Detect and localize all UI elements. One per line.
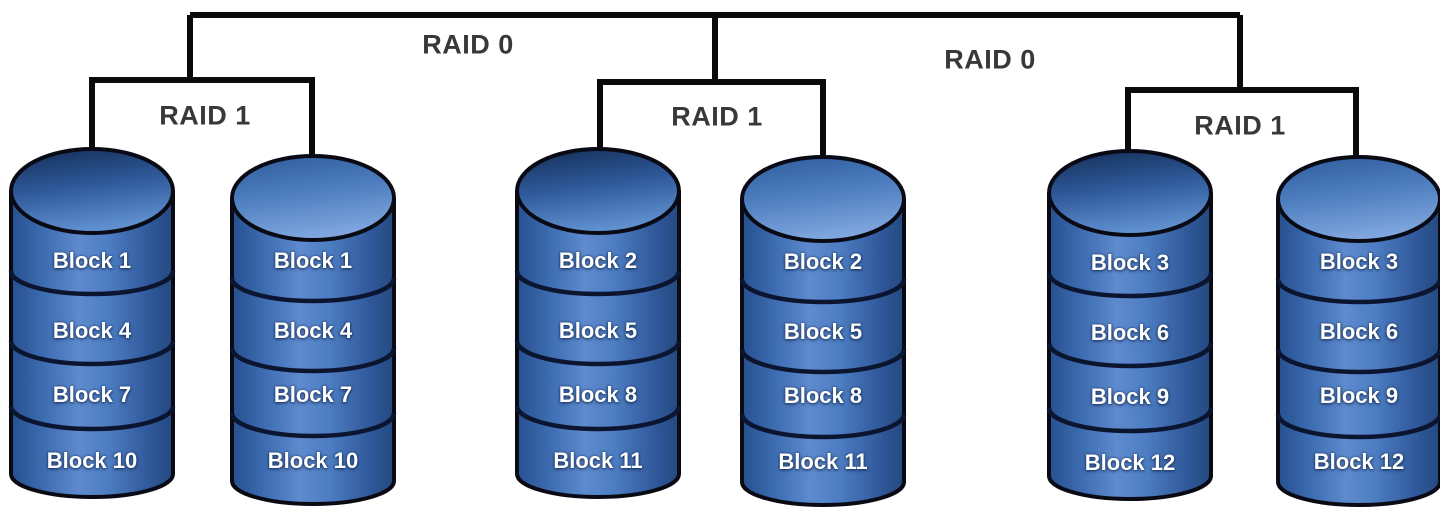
block-label: Block 9 — [1319, 383, 1399, 408]
block-label: Block 8 — [558, 382, 638, 407]
disk-cylinder-icon — [514, 147, 682, 499]
block-label: Block 4 — [273, 318, 353, 343]
disk-cylinder-icon — [229, 154, 397, 506]
block-label: Block 8 — [783, 383, 863, 408]
disk-cylinder-icon — [739, 155, 907, 507]
block-label: Block 10 — [267, 448, 359, 473]
block-label: Block 7 — [52, 382, 132, 407]
disk-cylinder-icon — [8, 147, 176, 499]
block-label: Block 4 — [52, 318, 132, 343]
block-label: Block 3 — [1319, 249, 1399, 274]
disk-cylinder-icon — [1275, 155, 1440, 507]
disk-3: Block 2 Block 5 Block 8 Block 11 — [514, 147, 682, 501]
block-label: Block 2 — [783, 249, 863, 274]
block-label: Block 1 — [52, 248, 132, 273]
block-label: Block 11 — [553, 448, 643, 473]
disk-6: Block 3 Block 6 Block 9 Block 12 — [1275, 155, 1440, 509]
block-label: Block 7 — [273, 382, 353, 407]
raid1-label-middle: RAID 1 — [671, 101, 763, 132]
block-label: Block 12 — [1084, 450, 1176, 475]
raid1-bracket-left — [89, 77, 315, 162]
raid1-bracket-middle — [597, 79, 826, 162]
block-label: Block 11 — [778, 449, 868, 474]
block-label: Block 6 — [1090, 320, 1170, 345]
block-label: Block 10 — [46, 448, 138, 473]
raid1-label-right: RAID 1 — [1194, 110, 1286, 141]
disk-5: Block 3 Block 6 Block 9 Block 12 — [1046, 149, 1214, 503]
raid0-label-left: RAID 0 — [422, 29, 514, 60]
disk-cylinder-icon — [1046, 149, 1214, 501]
block-label: Block 3 — [1090, 250, 1170, 275]
disk-2: Block 1 Block 4 Block 7 Block 10 — [229, 154, 397, 508]
disk-1: Block 1 Block 4 Block 7 Block 10 — [8, 147, 176, 501]
block-label: Block 1 — [273, 248, 353, 273]
block-label: Block 5 — [558, 318, 638, 343]
block-label: Block 6 — [1319, 319, 1399, 344]
block-label: Block 9 — [1090, 384, 1170, 409]
disk-4: Block 2 Block 5 Block 8 Block 11 — [739, 155, 907, 509]
raid1-bracket-right — [1125, 87, 1359, 162]
block-label: Block 12 — [1313, 449, 1405, 474]
block-label: Block 5 — [783, 319, 863, 344]
raid0-label-right: RAID 0 — [944, 44, 1036, 75]
block-label: Block 2 — [558, 248, 638, 273]
raid1-label-left: RAID 1 — [159, 100, 251, 131]
